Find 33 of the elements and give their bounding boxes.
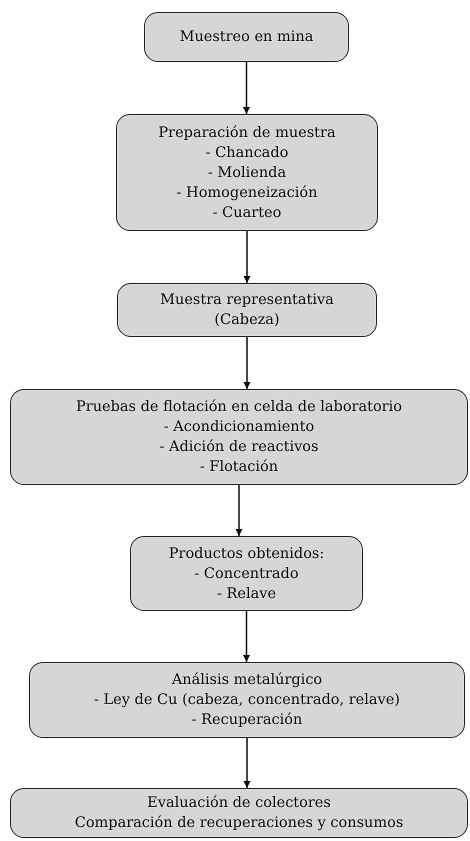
- step-item: - Molienda: [208, 164, 286, 182]
- step-item: Comparación de recuperaciones y consumos: [74, 814, 404, 833]
- step-title: Análisis metalúrgico: [172, 671, 322, 690]
- step-item: - Homogeneización: [176, 184, 318, 202]
- process-box: [10, 788, 468, 838]
- step-item: - Recuperación: [192, 711, 302, 730]
- arrow: [243, 611, 250, 662]
- step-item: - Cuarteo: [212, 204, 282, 222]
- step-item: - Ley de Cu (cabeza, concentrado, relave): [94, 691, 400, 710]
- process-box: [144, 12, 349, 62]
- process-box: [130, 536, 363, 611]
- arrow: [236, 485, 242, 536]
- arrow: [244, 738, 250, 788]
- step-title: Preparación de muestra: [158, 124, 336, 142]
- process-box: [10, 389, 468, 485]
- arrow: [243, 62, 250, 114]
- step-title: Productos obtenidos:: [168, 544, 324, 564]
- step-item: - Relave: [216, 584, 276, 604]
- step-title: Pruebas de flotación en celda de laboratorio: [76, 398, 402, 417]
- step-title: Muestreo en mina: [180, 28, 314, 47]
- process-box: [116, 114, 378, 231]
- step-item: (Cabeza): [214, 311, 280, 330]
- step-item: - Concentrado: [194, 564, 299, 584]
- step-item: - Acondicionamiento: [164, 418, 314, 437]
- step-title: Evaluación de colectores: [147, 794, 331, 813]
- step-item: - Chancado: [206, 144, 288, 162]
- step-title: Muestra representativa: [160, 291, 334, 310]
- arrow: [244, 337, 250, 389]
- process-box: [29, 662, 465, 738]
- step-item: - Adición de reactivos: [160, 438, 318, 457]
- step-item: - Flotación: [200, 458, 278, 477]
- process-box: [117, 283, 377, 337]
- arrow: [244, 231, 250, 283]
